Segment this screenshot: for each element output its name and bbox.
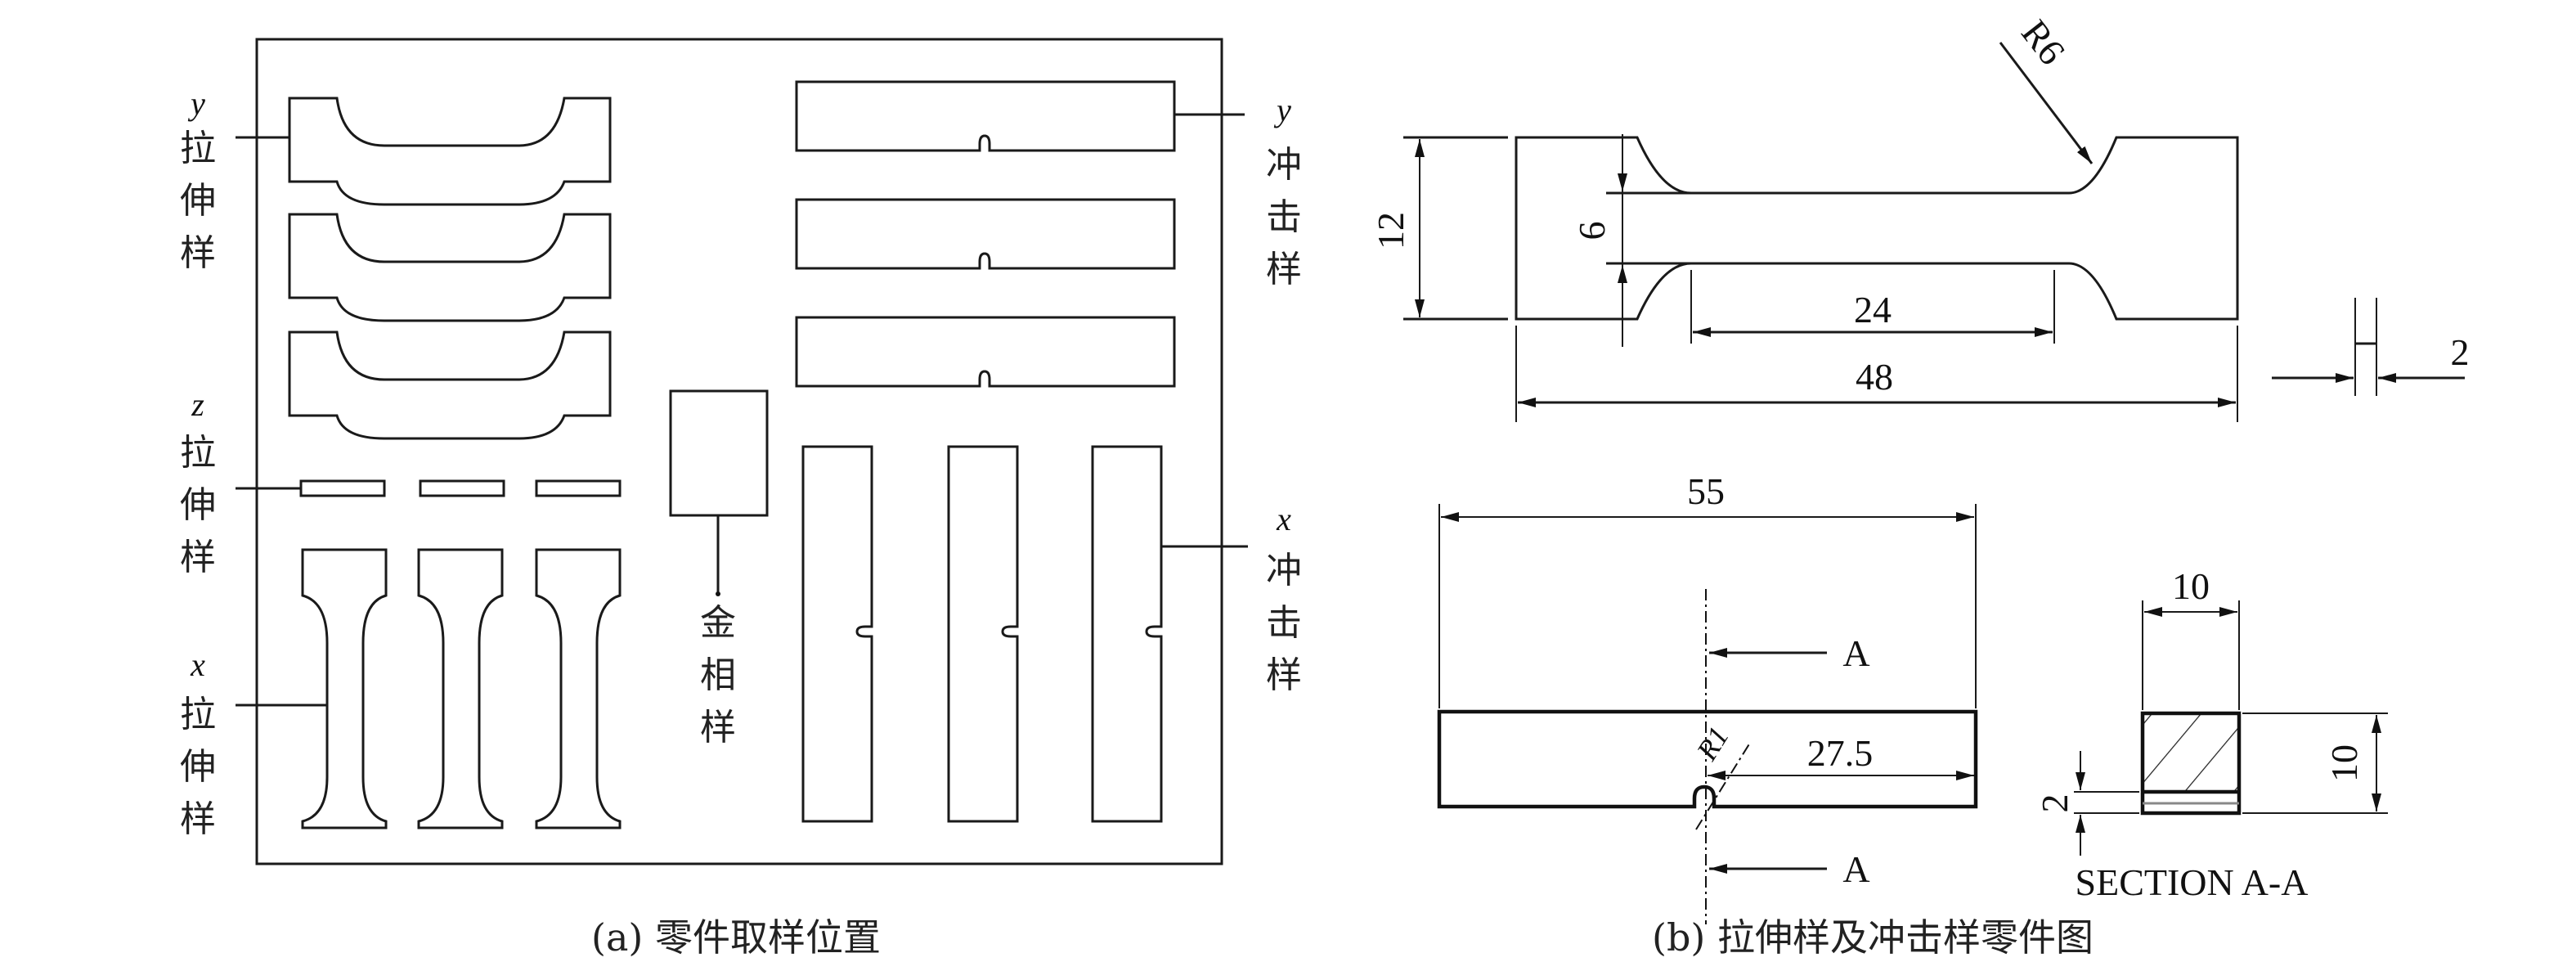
dim-notch-depth: 2 — [2034, 794, 2076, 813]
z-tensile-char-3: 样 — [180, 537, 216, 578]
x-impact-char-2: 击 — [1266, 602, 1302, 644]
x-tensile-specimen — [301, 548, 388, 829]
metallographic-specimen — [669, 389, 769, 517]
y-impact-char-1: 冲 — [1266, 144, 1302, 186]
y-tensile-char-2: 伸 — [180, 180, 216, 222]
dim-section-width: 10 — [2172, 565, 2210, 607]
y-tensile-specimen — [288, 213, 612, 322]
y-impact-char-2: 击 — [1266, 196, 1302, 238]
dim-section-height: 10 — [2323, 744, 2365, 782]
panel-a: y 拉 伸 样 z 拉 伸 样 x 拉 伸 样 金 相 样 y 冲 击 样 x … — [180, 38, 1302, 960]
panel-a-caption: (a) 零件取样位置 — [591, 915, 881, 960]
tensile-specimen-outline — [1515, 136, 2239, 321]
tensile-drawing: 12 6 24 48 R6 2 — [1370, 12, 2470, 422]
leader-dot — [716, 591, 720, 596]
metallo-char-1: 金 — [700, 602, 736, 644]
section-hatched-area — [2143, 713, 2239, 792]
metallographic-specimen-group — [669, 389, 769, 596]
x-tensile-char-3: 样 — [180, 798, 216, 840]
impact-specimen-outline — [1437, 709, 1978, 809]
panel-b: 12 6 24 48 R6 2 — [1370, 12, 2470, 960]
radius-leader-r6 — [1999, 42, 2094, 164]
z-tensile-axis-label: z — [191, 386, 204, 423]
x-impact-axis-label: x — [1276, 501, 1291, 537]
metallo-char-2: 相 — [700, 654, 736, 696]
x-impact-specimen — [947, 445, 1019, 823]
section-a-a: 10 10 2 SECTION A-A — [2034, 565, 2388, 903]
dim-24: 24 — [1854, 289, 1892, 330]
z-tensile-char-2: 伸 — [180, 484, 216, 526]
y-tensile-specimen — [288, 97, 612, 206]
y-impact-specimens — [795, 80, 1245, 388]
z-tensile-specimen — [419, 479, 505, 497]
x-impact-specimen — [1091, 445, 1163, 823]
x-tensile-specimens — [236, 548, 622, 829]
radius-leader-r1 — [1695, 742, 1751, 830]
section-title: SECTION A-A — [2076, 861, 2309, 903]
z-tensile-specimen — [299, 479, 386, 497]
x-tensile-specimen — [417, 548, 504, 829]
y-tensile-char-3: 样 — [180, 232, 216, 274]
dim-6: 6 — [1571, 222, 1613, 241]
dim-48: 48 — [1856, 356, 1893, 398]
x-impact-specimens — [801, 445, 1248, 823]
y-tensile-specimen — [288, 330, 612, 440]
section-outline — [2140, 711, 2242, 816]
dim-55: 55 — [1687, 470, 1725, 512]
dim-12: 12 — [1370, 212, 1411, 249]
z-tensile-specimens — [236, 479, 622, 497]
x-tensile-axis-label: x — [190, 646, 205, 683]
y-tensile-char-1: 拉 — [180, 128, 216, 169]
section-marker-top: A — [1842, 632, 1869, 674]
x-tensile-char-1: 拉 — [180, 694, 216, 735]
y-impact-char-3: 样 — [1266, 249, 1302, 290]
y-tensile-specimens — [236, 97, 612, 440]
z-tensile-char-1: 拉 — [180, 432, 216, 474]
y-impact-specimen — [795, 80, 1176, 152]
x-tensile-specimen — [535, 548, 622, 829]
dim-r1: R1 — [1690, 721, 1735, 766]
x-impact-char-3: 样 — [1266, 654, 1302, 696]
metallo-char-3: 样 — [700, 707, 736, 748]
impact-drawing: 55 A A 27.5 R1 — [1437, 470, 1978, 924]
x-impact-char-1: 冲 — [1266, 550, 1302, 591]
y-impact-specimen — [795, 316, 1176, 388]
y-impact-specimen — [795, 198, 1176, 270]
dim-thickness-2: 2 — [2451, 331, 2470, 373]
dim-r6: R6 — [2013, 12, 2073, 73]
x-tensile-char-2: 伸 — [180, 746, 216, 788]
section-marker-bottom: A — [1842, 848, 1869, 890]
dim-27-5: 27.5 — [1807, 732, 1874, 774]
y-impact-axis-label: y — [1273, 92, 1291, 128]
build-plate-outline — [255, 38, 1223, 865]
x-impact-specimen — [801, 445, 873, 823]
y-tensile-axis-label: y — [187, 85, 205, 122]
panel-b-caption: (b) 拉伸样及冲击样零件图 — [1652, 915, 2094, 960]
z-tensile-specimen — [535, 479, 622, 497]
